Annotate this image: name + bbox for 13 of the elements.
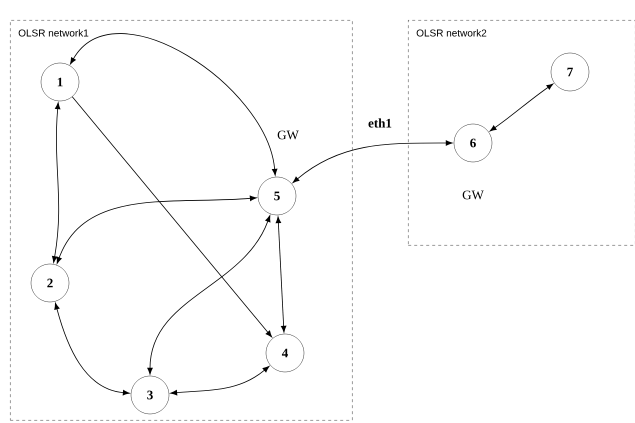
arrow — [54, 302, 130, 396]
arrow — [292, 140, 453, 183]
arrow — [147, 215, 270, 375]
arrow — [70, 33, 278, 176]
arrow — [72, 96, 272, 338]
arrow — [490, 84, 554, 132]
arrow — [52, 102, 60, 263]
edge-label: eth1 — [368, 118, 392, 128]
arrow — [170, 366, 270, 396]
gateway-label: GW — [278, 130, 299, 140]
gateway-label: GW — [462, 190, 484, 200]
arrow — [56, 196, 257, 264]
arrow — [276, 216, 286, 333]
